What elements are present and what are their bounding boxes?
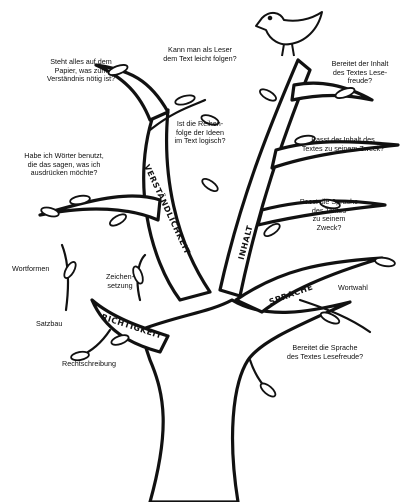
leaf-icon <box>374 256 395 267</box>
leaf-icon <box>110 333 130 347</box>
tree-trunk <box>140 300 350 502</box>
label-wortformen: Wortformen <box>12 265 72 274</box>
leaf-icon <box>40 206 59 218</box>
leaf-icon <box>259 381 278 399</box>
leaf-icon <box>200 177 219 194</box>
bird-icon <box>256 12 322 56</box>
question-passt-sprache: Passt die Sprache des Textes zu seinem Z… <box>294 198 364 232</box>
leaf-icon <box>108 212 128 228</box>
label-satzbau: Satzbau <box>36 320 86 329</box>
label-wortwahl: Wortwahl <box>338 284 388 293</box>
question-bereitet-sprache: Bereitet die Sprache des Textes Lesefreu… <box>270 344 380 361</box>
question-reihenfolge: Ist die Reihen- folge der Ideen im Text … <box>160 120 240 146</box>
question-bereitet-inhalt: Bereitet der Inhalt des Textes Lese- fre… <box>318 60 402 86</box>
question-kann-man: Kann man als Leser dem Text leicht folge… <box>145 46 255 63</box>
label-rechtschreibung: Rechtschreibung <box>62 360 142 369</box>
label-zeichensetzung: Zeichen- setzung <box>98 273 142 290</box>
question-steht-alles: Steht alles auf dem Papier, was zum Vers… <box>26 58 136 84</box>
question-woerter: Habe ich Wörter benutzt, die das sagen, … <box>4 152 124 178</box>
question-passt-inhalt: Passt der Inhalt des Textes zu seinem Zw… <box>288 136 398 153</box>
leaf-icon <box>258 87 278 103</box>
